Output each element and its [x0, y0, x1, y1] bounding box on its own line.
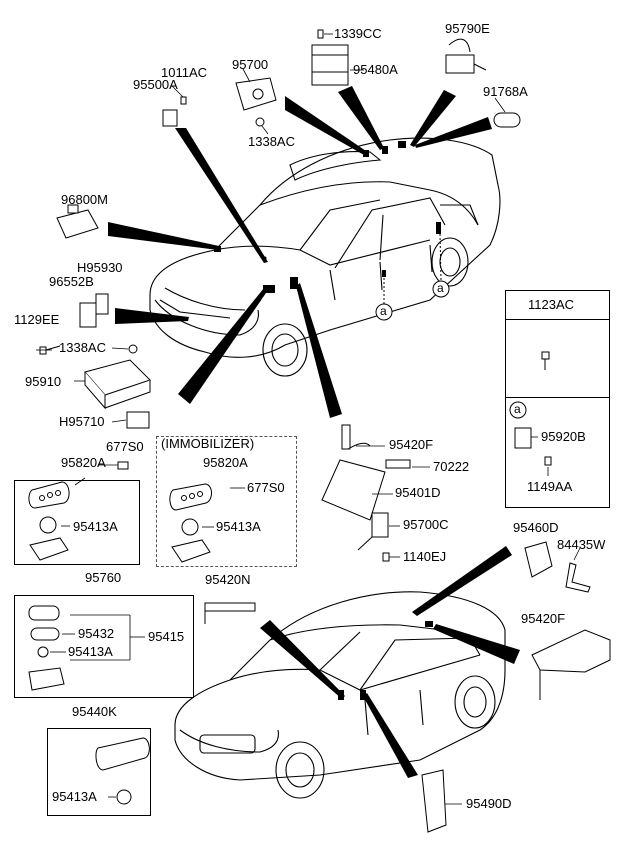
part-label: 1338AC: [59, 340, 106, 355]
part-label: 95910: [25, 374, 62, 389]
leader-wedges: [108, 86, 520, 778]
fastener-box: [505, 290, 610, 508]
part-markers: [214, 141, 441, 700]
part-label: 95420F: [389, 437, 434, 452]
remote-fob-box: [14, 595, 194, 698]
immobilizer-box: [156, 436, 297, 567]
fastener-box-divider-top: [505, 290, 610, 320]
circle-a-markers: [375, 280, 527, 419]
part-label: 95420N: [205, 572, 251, 587]
part-label: 95820A: [203, 455, 248, 470]
part-label: 96800M: [61, 192, 108, 207]
part-label: 1339CC: [334, 26, 382, 41]
part-label: 95760: [85, 570, 122, 585]
part-label: H95710: [59, 414, 105, 429]
part-label: 95790E: [445, 21, 490, 36]
part-label: 91768A: [483, 84, 528, 99]
part-label: 95700C: [403, 517, 449, 532]
part-label: 96552B: [49, 274, 94, 289]
part-label: 95413A: [73, 519, 118, 534]
part-label: 95440K: [72, 704, 117, 719]
part-label: 95480A: [353, 62, 398, 77]
fastener-box-divider-mid: [505, 397, 610, 398]
immobilizer-title: (IMMOBILIZER): [161, 436, 255, 451]
part-label: 95413A: [216, 519, 261, 534]
label-leaders: [36, 33, 581, 805]
part-label: 95413A: [52, 789, 97, 804]
part-label: 677S0: [106, 439, 144, 454]
part-label: 95490D: [466, 796, 512, 811]
key-sketches: [28, 481, 212, 805]
part-label: 1140EJ: [403, 549, 447, 564]
circle-a-label: a: [514, 402, 521, 416]
part-label: 95920B: [541, 429, 586, 444]
part-label: 1123AC: [528, 297, 575, 312]
circle-a-label: a: [437, 281, 444, 295]
key-set-box: [14, 480, 140, 565]
upper-car-illustration: [149, 137, 501, 377]
circle-a-leaders: [383, 233, 442, 304]
part-label: 95700: [232, 57, 269, 72]
part-label: 1338AC: [248, 134, 295, 149]
part-label: 95500A: [133, 77, 178, 92]
circle-a-label: a: [380, 304, 387, 318]
part-label: H95930: [77, 260, 123, 275]
component-sketches: [39, 29, 611, 833]
part-label: 1129EE: [14, 312, 60, 327]
part-label: 95401D: [395, 485, 441, 500]
part-label: 1011AC: [161, 65, 208, 80]
part-label: 677S0: [247, 480, 285, 495]
part-label: 95820A: [61, 455, 106, 470]
part-label: 95413A: [68, 644, 113, 659]
part-label: 84435W: [557, 537, 606, 552]
part-label: 95420F: [521, 611, 566, 626]
smart-key-box: [47, 728, 151, 816]
part-label: 95432: [78, 626, 115, 641]
part-label: 95460D: [513, 520, 559, 535]
part-label: 70222: [433, 459, 470, 474]
part-label: 95415: [148, 629, 185, 644]
part-label: 1149AA: [527, 479, 573, 494]
